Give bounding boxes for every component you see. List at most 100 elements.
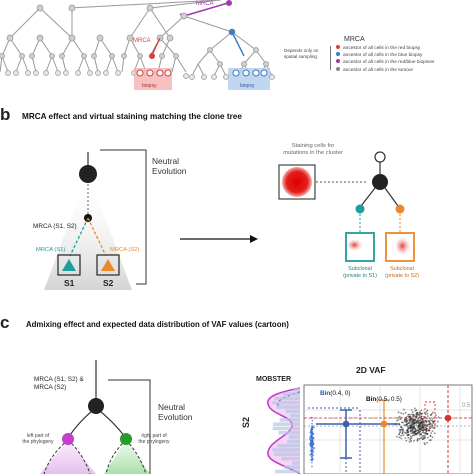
- scatter-point: [421, 438, 424, 440]
- scatter-point: [310, 459, 312, 462]
- scatter-point: [396, 435, 398, 438]
- scatter-point: [431, 430, 434, 432]
- clone-s2-node: [395, 204, 405, 214]
- scatter-point: [416, 420, 419, 423]
- right-part-label: right part of the phylogeny: [138, 433, 170, 445]
- left-clone-node: [62, 433, 74, 445]
- bin-b-red-point: [444, 414, 452, 422]
- scatter-point: [425, 410, 428, 413]
- scatter-point: [412, 419, 415, 422]
- scatter-point: [422, 426, 425, 429]
- scatter-point: [414, 409, 417, 412]
- mrca-top-label: MRCA: [196, 1, 214, 7]
- legend-item: ancestor of all cells in the tumour: [336, 66, 434, 74]
- scatter-point: [402, 421, 404, 424]
- scatter-point: [401, 432, 404, 435]
- histogram-bar: [272, 448, 300, 452]
- scatter-point: [400, 412, 402, 414]
- histogram-bar: [294, 388, 300, 392]
- scatter-point: [311, 437, 313, 440]
- scatter-point: [401, 430, 404, 433]
- scatter-point: [409, 435, 412, 438]
- subclonal-s2-label: Subclonal (private to S2): [385, 266, 419, 279]
- scatter-point: [403, 408, 405, 411]
- scatter-point: [417, 419, 419, 421]
- scatter-point: [310, 445, 313, 448]
- scatter-point: [431, 413, 433, 415]
- scatter-point: [309, 437, 311, 440]
- scatter-point: [410, 432, 413, 435]
- panel-c-title: Admixing effect and expected data distri…: [26, 320, 289, 329]
- scatter-point: [417, 413, 419, 415]
- scatter-point: [414, 415, 417, 418]
- biopsy-left-label: biopsy: [142, 83, 157, 89]
- scatter-point: [428, 429, 430, 431]
- histogram-bar: [276, 405, 300, 409]
- scatter-point: [311, 419, 314, 422]
- scatter-point: [426, 433, 428, 435]
- mobster-histogram: [272, 388, 300, 474]
- scatter-point: [429, 419, 432, 422]
- histogram-bar: [281, 456, 300, 461]
- scatter-blue-column: [308, 416, 316, 468]
- scatter-point: [426, 415, 429, 417]
- scatter-point: [310, 461, 313, 464]
- scatter-point: [421, 412, 424, 415]
- staining-box: [278, 164, 316, 200]
- scatter-point: [406, 428, 409, 431]
- mrca-c-label: MRCA (S1, S2) & MRCA (S2): [34, 376, 84, 391]
- scatter-point: [310, 430, 312, 433]
- scatter-point: [311, 458, 314, 461]
- scatter-point: [432, 411, 434, 414]
- scatter-point: [430, 425, 432, 427]
- legend-list: ancestor of all cells in the red biopsy …: [336, 45, 434, 74]
- scatter-point: [313, 426, 315, 429]
- histogram-bar: [279, 418, 300, 422]
- scatter-point: [408, 413, 411, 416]
- s2-label: S2: [103, 278, 114, 288]
- histogram-bar: [277, 443, 300, 448]
- bin-a-point: [342, 420, 350, 428]
- legend-dot: [336, 52, 340, 57]
- subclonal-s1-label: Subclonal (private to S1): [343, 266, 377, 279]
- scatter-point: [431, 426, 433, 429]
- scatter-point: [309, 434, 312, 437]
- histogram-bar: [273, 422, 300, 426]
- histogram-bar: [275, 469, 300, 474]
- scatter-point: [311, 433, 314, 436]
- root-node: [79, 165, 97, 183]
- scatter-point: [310, 453, 313, 455]
- neutral-bracket: [100, 149, 147, 285]
- s2-axis-label: S2: [241, 416, 251, 428]
- histogram-bar: [273, 452, 300, 457]
- legend-item: ancestor of all cells in the red biopsy: [336, 45, 434, 52]
- stain-splat-s1: [348, 239, 364, 251]
- scatter-point: [425, 419, 427, 422]
- scatter-point: [414, 429, 417, 432]
- scatter-point: [412, 428, 414, 431]
- right-cone: [104, 440, 150, 474]
- scatter-point: [412, 414, 414, 416]
- scatter-point: [406, 425, 409, 428]
- scatter-point: [428, 439, 431, 442]
- panel-c-letter: c: [0, 313, 10, 332]
- scatter-point: [428, 420, 431, 422]
- scatter-point: [411, 434, 414, 437]
- scatter-point: [409, 418, 412, 420]
- scatter-cloud: [394, 407, 440, 446]
- scatter-point: [425, 421, 428, 424]
- subclonal-s2-box: [385, 232, 415, 262]
- legend-item: ancestor of all cells in the red/blue bi…: [336, 59, 434, 66]
- scatter-point: [396, 419, 398, 422]
- scatter-point: [398, 433, 400, 436]
- scatter-point: [408, 427, 411, 430]
- scatter-point: [426, 412, 429, 415]
- scatter-point: [424, 436, 426, 438]
- scatter-point: [402, 412, 405, 415]
- scatter-point: [423, 428, 426, 431]
- scatter-point: [405, 419, 407, 422]
- scatter-point: [406, 420, 409, 423]
- scatter-point: [418, 432, 420, 434]
- scatter-point: [426, 441, 428, 444]
